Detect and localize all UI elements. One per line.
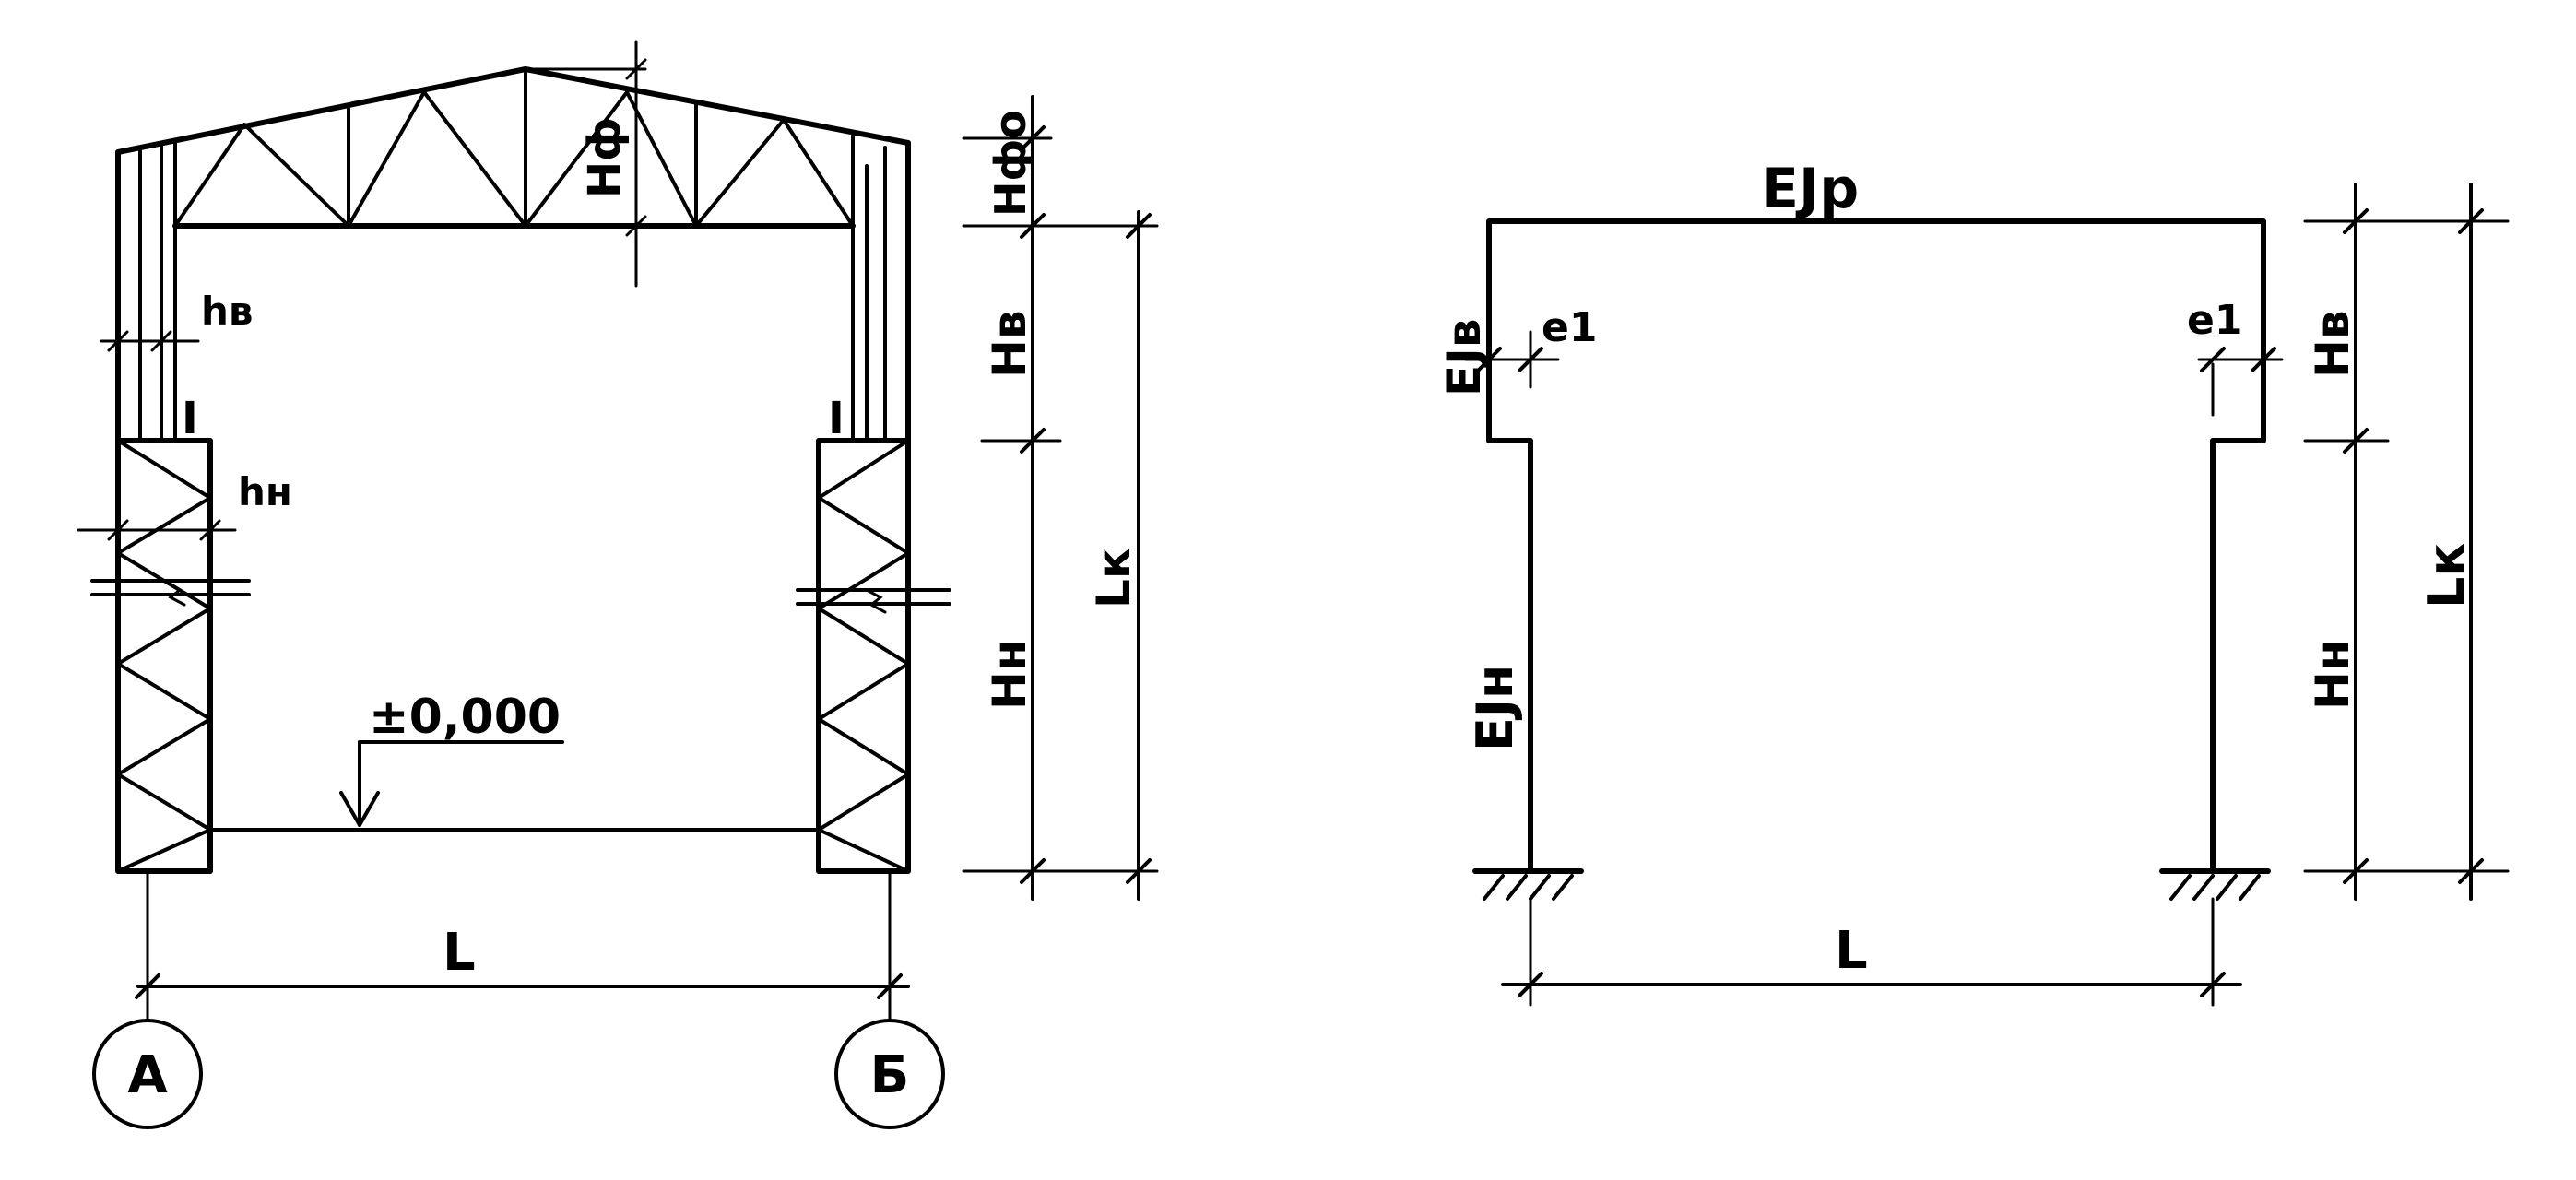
roof-truss [115,66,911,229]
left-column-upper [115,141,177,443]
span-dimension-left: L [135,869,910,1021]
dim-chain-right: Hв Hн Lк [2303,183,2510,901]
scheme-total-height-label: Lк [2417,543,2476,608]
column-total-height-label: Lк [1087,548,1140,608]
beam-stiffness-label: EJр [1761,157,1859,221]
eccentricity-left: e1 [1464,304,1597,389]
right-scheme-drawing: EJр EJв EJн e1 e1 [1437,157,2510,1007]
dim-chain-left: Hфо Hв Hн Lк [962,95,1159,901]
lower-stiffness-label: EJн [1466,665,1524,751]
level-mark: ±0,000 [339,690,564,827]
dim-upper-col-width: hв [100,289,253,352]
span-label-left: L [443,923,476,983]
scheme-lower-height-label: Hн [2306,640,2359,710]
axis-label-b: Б [870,1045,910,1105]
right-column-lower [796,438,951,874]
axis-marker-b: Б [834,1019,945,1129]
upper-col-height-label: Hв [983,311,1036,379]
left-frame-drawing: ±0,000 I I hв hн Hф [77,40,1159,1129]
section-mark-left: I [182,393,198,444]
axis-marker-a: А [92,1019,203,1129]
frame-top-height-label: Hфо [986,110,1035,217]
upper-col-width-label: hв [201,289,253,334]
eccentricity-left-label: e1 [1542,304,1597,351]
support-right [2159,868,2271,901]
dim-lower-col-width: hн [77,469,292,541]
truss-height-label: Hф [579,117,631,198]
lower-col-width-label: hн [238,469,292,514]
support-left [1472,868,1584,901]
lower-col-height-label: Hн [983,640,1036,710]
scheme-upper-height-label: Hв [2306,311,2359,379]
dim-truss-height: Hф [524,40,647,288]
frame-outline-left [1486,218,2266,874]
section-mark-right: I [828,393,845,444]
level-mark-label: ±0,000 [369,690,561,745]
eccentricity-right-label: e1 [2187,297,2242,344]
upper-stiffness-label: EJв [1437,319,1491,396]
axis-label-a: А [127,1045,168,1105]
span-dimension-right: L [1501,897,2242,1007]
eccentricity-right: e1 [2187,297,2284,417]
left-column-lower [90,438,251,874]
span-label-right: L [1835,921,1868,981]
right-column-upper [851,140,911,443]
